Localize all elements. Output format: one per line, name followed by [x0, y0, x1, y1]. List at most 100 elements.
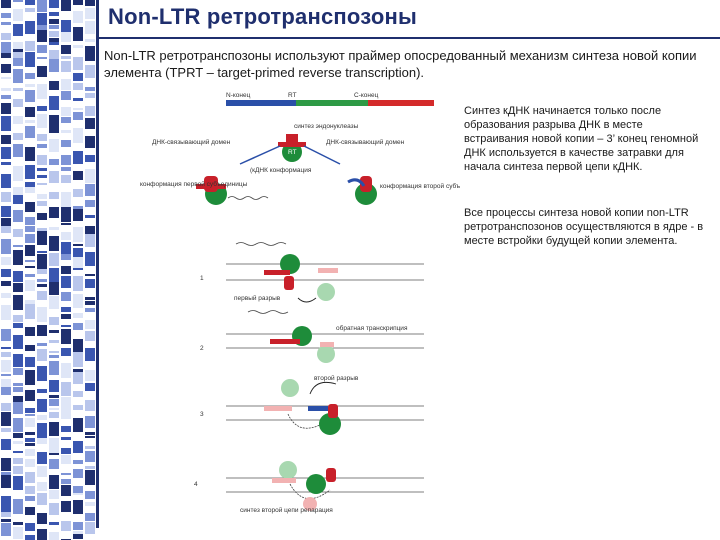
barcode-stripe [25, 8, 35, 12]
barcode-stripe [61, 473, 71, 475]
barcode-stripe [1, 162, 11, 165]
barcode-stripe [1, 88, 11, 91]
barcode-stripe [49, 282, 59, 295]
barcode-stripe [73, 108, 83, 110]
barcode-stripe [49, 159, 59, 165]
barcode-stripe [1, 53, 11, 58]
barcode-stripe [37, 307, 47, 322]
barcode-stripe [37, 25, 47, 30]
barcode-stripe [61, 437, 71, 440]
barcode-stripe [25, 266, 35, 268]
barcode-stripe [61, 0, 71, 11]
barcode-stripe [85, 451, 95, 462]
barcode-stripe [13, 195, 23, 204]
title-underline [99, 37, 720, 39]
barcode-stripe [85, 0, 95, 6]
barcode-stripe [13, 368, 23, 375]
step-2: 2 обратная транскрипция [200, 310, 424, 363]
barcode-stripe [1, 206, 11, 217]
barcode-stripe [85, 436, 95, 438]
barcode-stripe [73, 244, 83, 246]
barcode-stripe [25, 370, 35, 385]
barcode-stripe [1, 347, 11, 349]
barcode-stripe [25, 187, 35, 193]
barcode-stripe [73, 98, 83, 101]
barcode-stripe [61, 56, 71, 59]
barcode-stripe [13, 295, 23, 310]
barcode-stripe [85, 136, 95, 148]
barcode-stripe [73, 469, 83, 478]
barcode-stripe [37, 168, 47, 171]
barcode-stripe [61, 408, 71, 419]
barcode-stripe [37, 399, 47, 412]
barcode-stripe [1, 439, 11, 450]
barcode-stripe [85, 46, 95, 61]
barcode-stripe [49, 503, 59, 515]
top-label-endonuclease: синтез эндонуклеазы [294, 123, 359, 130]
barcode-stripe [37, 493, 47, 505]
barcode-stripe [73, 391, 83, 397]
barcode-stripe [13, 522, 23, 525]
barcode-stripe [49, 490, 59, 499]
barcode-stripe [85, 87, 95, 91]
step-4: 4 синтез второй цепи репарация [194, 461, 424, 514]
barcode-stripe [1, 519, 11, 522]
barcode-stripe [13, 383, 23, 386]
barcode-stripe [37, 349, 47, 361]
barcode-stripe [37, 201, 47, 206]
barcode-stripe [61, 175, 71, 183]
barcode-stripe [25, 52, 35, 67]
step-3: 3 второй разрыв [200, 374, 424, 435]
barcode-stripe [13, 245, 23, 247]
barcode-stripe [13, 335, 23, 349]
barcode-sidebar [0, 0, 96, 540]
barcode-stripe [1, 64, 11, 73]
barcode-stripe [1, 379, 11, 387]
side-paragraph-cdna-synthesis: Синтез кДНК начинается только после обра… [464, 105, 699, 173]
barcode-stripe [37, 415, 47, 420]
barcode-stripe [49, 395, 59, 398]
central-protein: синтез эндонуклеазы ДНК-связывающий доме… [152, 123, 405, 174]
barcode-stripe [85, 234, 95, 247]
barcode-stripe [37, 389, 47, 393]
barcode-stripe [85, 215, 95, 218]
barcode-stripe [85, 252, 95, 262]
conformation-label-first: конформация первой субъединицы [140, 180, 248, 188]
barcode-stripe [25, 21, 35, 34]
barcode-stripe [49, 192, 59, 199]
barcode-stripe [73, 294, 83, 308]
barcode-stripe [85, 39, 95, 42]
barcode-stripe [85, 8, 95, 19]
barcode-stripe [25, 84, 35, 87]
barcode-stripe [49, 340, 59, 343]
barcode-stripe [85, 370, 95, 381]
barcode-stripe [37, 325, 47, 336]
barcode-stripe [25, 459, 35, 467]
barcode-stripe [85, 432, 95, 435]
barcode-stripe [13, 210, 23, 222]
barcode-stripe [1, 428, 11, 432]
barcode-stripe [25, 226, 35, 232]
barcode-stripe [61, 32, 71, 42]
barcode-stripe [37, 452, 47, 464]
barcode-stripe [37, 231, 47, 245]
barcode-stripe [13, 58, 23, 66]
barcode-stripe [49, 115, 59, 123]
barcode-stripe [13, 229, 23, 237]
barcode-stripe [37, 254, 47, 269]
barcode-stripe [61, 292, 71, 301]
barcode-stripe [73, 534, 83, 539]
barcode-stripe [49, 522, 59, 525]
barcode-stripe [25, 438, 35, 442]
barcode-stripe [61, 325, 71, 327]
barcode-stripe [49, 380, 59, 392]
barcode-stripe [1, 374, 11, 376]
barcode-stripe [85, 226, 95, 234]
barcode-stripe [25, 390, 35, 401]
first-subunit: конформация первой субъединицы [140, 176, 269, 205]
barcode-stripe [85, 331, 95, 341]
conformation-label-second: конформация второй субъединицы [380, 182, 460, 190]
barcode-stripe [61, 223, 71, 225]
c-term-domain [368, 100, 434, 106]
barcode-stripe [73, 27, 83, 41]
